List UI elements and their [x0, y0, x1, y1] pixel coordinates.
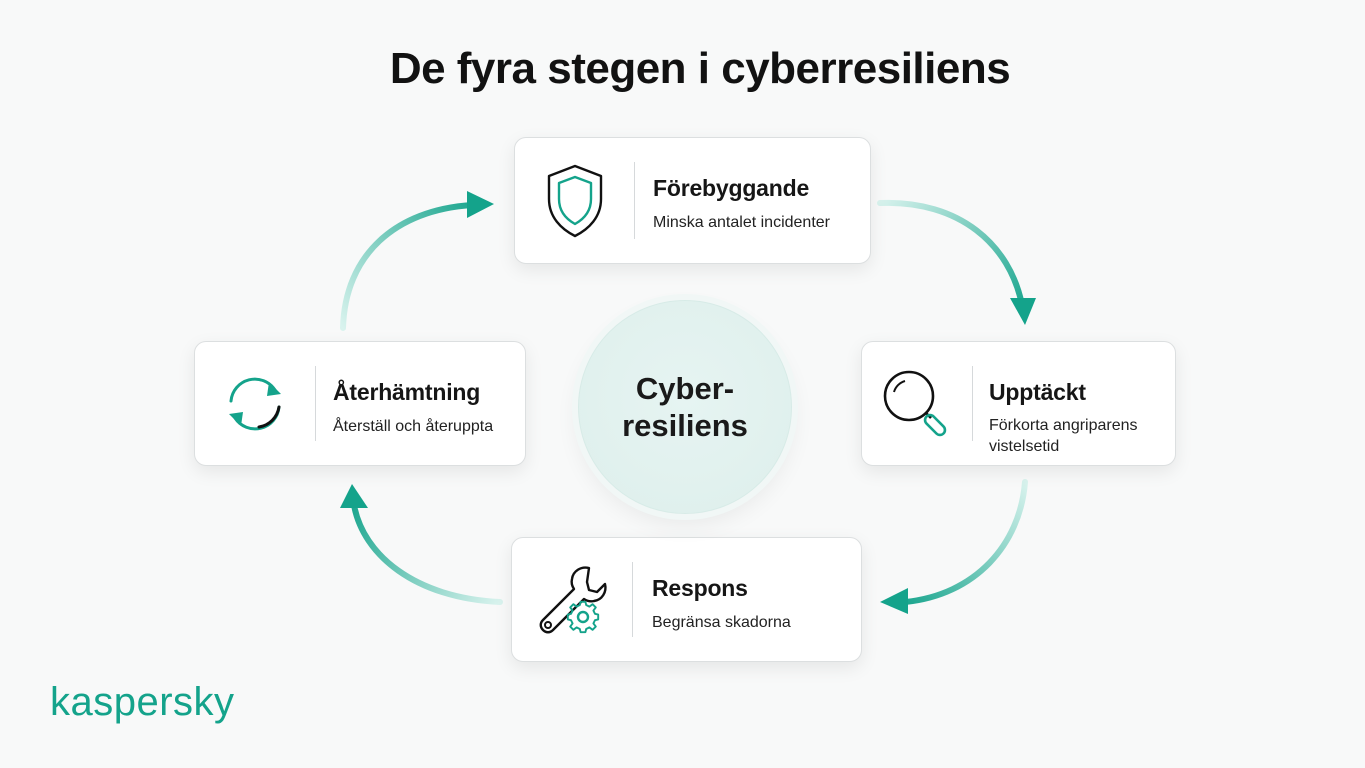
arrow-recovery-to-prevention: [340, 202, 475, 331]
refresh-icon: [195, 342, 315, 465]
arrow-detection-to-response: [902, 479, 1028, 605]
step-heading: Upptäckt: [989, 379, 1086, 405]
step-heading: Återhämtning: [333, 379, 481, 405]
arrowhead-1: [1010, 298, 1036, 325]
center-circle: Cyber- resiliens: [578, 300, 792, 514]
wrench-gear-icon: [512, 538, 632, 661]
card-divider: [634, 162, 635, 239]
card-divider: [972, 366, 973, 441]
magnifier-icon: [862, 342, 972, 465]
step-description: Återställ och återuppta: [333, 418, 494, 435]
step-card-prevention: Förebyggande Minska antalet incidenter: [514, 137, 871, 264]
step-description: Förkorta angriparens vistelsetid: [989, 417, 1138, 455]
arrowhead-3: [340, 484, 368, 508]
step-description: Begränsa skadorna: [652, 614, 791, 631]
arrow-response-to-recovery: [351, 502, 503, 605]
step-card-detection: Upptäckt Förkorta angriparens vistelseti…: [861, 341, 1176, 466]
diagram-title: De fyra stegen i cyberresiliens: [389, 44, 1011, 93]
step-description: Minska antalet incidenter: [653, 214, 830, 231]
arrowhead-4: [467, 191, 494, 218]
step-heading: Respons: [652, 575, 748, 601]
arrowhead-2: [880, 588, 908, 614]
kaspersky-logo: kaspersky: [50, 680, 235, 724]
shield-icon: [515, 138, 635, 263]
step-heading: Förebyggande: [653, 175, 810, 201]
arrow-prevention-to-detection: [877, 199, 1025, 308]
card-divider: [315, 366, 316, 441]
step-card-response: Respons Begränsa skadorna: [511, 537, 862, 662]
step-card-recovery: Återhämtning Återställ och återuppta: [194, 341, 526, 466]
center-label: Cyber- resiliens: [622, 371, 748, 443]
card-divider: [632, 562, 633, 637]
